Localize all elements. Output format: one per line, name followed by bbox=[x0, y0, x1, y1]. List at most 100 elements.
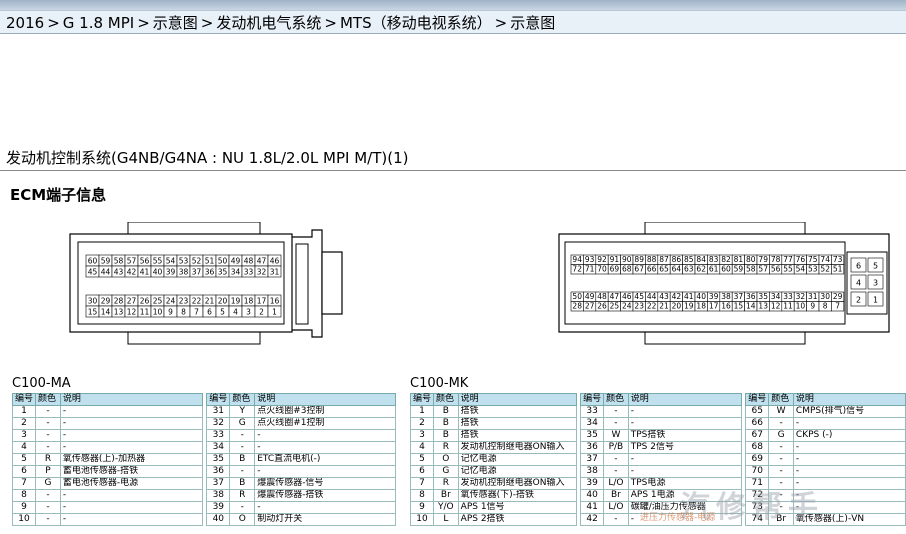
pin-number-cell: 33 bbox=[206, 429, 231, 442]
connector-pin-number: 5 bbox=[220, 308, 225, 317]
connector-pin-number: 52 bbox=[820, 265, 830, 274]
connector-pin-number: 52 bbox=[192, 257, 202, 266]
connector-side-pin-cell bbox=[850, 274, 867, 290]
wire-color-cell: - bbox=[768, 417, 794, 430]
connector-side-pin-cell bbox=[850, 257, 867, 273]
wire-color-cell: - bbox=[35, 513, 61, 526]
pin-number-cell: 10 bbox=[11, 513, 37, 526]
connector-pin-number: 58 bbox=[746, 265, 756, 274]
connector-pin-number: 24 bbox=[166, 297, 176, 306]
connector-pin-number: 18 bbox=[696, 302, 706, 311]
connector-pin-number: 2 bbox=[259, 308, 264, 317]
breadcrumb-link[interactable]: 2016 bbox=[6, 14, 45, 32]
connector-pin-number: 6 bbox=[207, 308, 212, 317]
connector-pin-number: 12 bbox=[127, 308, 137, 317]
connector-pin-number: 38 bbox=[179, 268, 189, 277]
pin-description-cell: - bbox=[59, 417, 203, 430]
connector-pin-number: 94 bbox=[572, 255, 582, 264]
pin-description-cell: APS 2搭铁 bbox=[457, 513, 577, 526]
connector-pin-number: 60 bbox=[88, 257, 98, 266]
breadcrumb: 2016>G 1.8 MPI>示意图>发动机电气系统>MTS（移动电视系统）>示… bbox=[0, 10, 906, 34]
connector-pin-number: 47 bbox=[257, 257, 267, 266]
connector-pin-number: 93 bbox=[585, 255, 595, 264]
breadcrumb-link[interactable]: 发动机电气系统 bbox=[216, 14, 322, 32]
pin-number-cell: 34 bbox=[206, 441, 231, 454]
connector-pin-number: 19 bbox=[684, 302, 694, 311]
connector-pin-number: 7 bbox=[835, 302, 840, 311]
wire-color-cell: G bbox=[433, 465, 459, 478]
wire-color-cell: - bbox=[603, 513, 629, 526]
wire-color-cell: - bbox=[768, 465, 794, 478]
connector-pin-number: 14 bbox=[101, 308, 111, 317]
pin-description-cell: - bbox=[792, 489, 906, 502]
pin-description-cell: 制动灯开关 bbox=[254, 513, 396, 526]
table-row: 3--33-- bbox=[11, 429, 396, 442]
connector-pin-number: 1 bbox=[272, 308, 277, 317]
connector-pin-number: 45 bbox=[88, 268, 98, 277]
connector-pin-number: 42 bbox=[127, 268, 137, 277]
wire-color-cell: W bbox=[768, 405, 794, 418]
wire-color-cell: R bbox=[35, 453, 61, 466]
table-row: 9--39-- bbox=[11, 501, 396, 514]
pin-number-cell: 40 bbox=[206, 513, 231, 526]
pin-number-cell: 38 bbox=[206, 489, 231, 502]
breadcrumb-link[interactable]: MTS（移动电视系统） bbox=[339, 14, 492, 32]
pin-number-cell: 2 bbox=[409, 417, 435, 430]
pin-number-cell: 65 bbox=[745, 405, 770, 418]
wire-color-cell: O bbox=[229, 513, 256, 526]
connector-pin-number: 61 bbox=[709, 265, 719, 274]
connector-pin-number: 69 bbox=[610, 265, 620, 274]
wire-color-cell: - bbox=[35, 405, 61, 418]
connector-pin-number: 30 bbox=[820, 292, 830, 301]
connector-pin-number: 68 bbox=[622, 265, 632, 274]
pin-number-cell: 41 bbox=[580, 501, 605, 514]
wire-color-cell: B bbox=[433, 417, 459, 430]
connector-side-pin-number: 1 bbox=[873, 296, 878, 305]
connector-pin-number: 55 bbox=[783, 265, 793, 274]
connector-pin-number: 23 bbox=[634, 302, 644, 311]
connector-pin-number: 27 bbox=[585, 302, 595, 311]
wire-color-cell: B bbox=[229, 477, 256, 490]
breadcrumb-link[interactable]: 示意图 bbox=[152, 14, 198, 32]
table-header-cell: 颜色 bbox=[768, 393, 794, 406]
connector-pin-cell bbox=[831, 264, 845, 275]
connector-pin-number: 22 bbox=[192, 297, 202, 306]
wire-color-cell: B bbox=[433, 429, 459, 442]
breadcrumb-link[interactable]: G 1.8 MPI bbox=[62, 14, 135, 32]
pin-number-cell: 40 bbox=[580, 489, 605, 502]
connector-pin-number: 55 bbox=[153, 257, 163, 266]
pin-number-cell: 33 bbox=[580, 405, 605, 418]
connector-pin-number: 4 bbox=[233, 308, 238, 317]
pin-number-cell: 34 bbox=[580, 417, 605, 430]
pin-number-cell: 3 bbox=[11, 429, 37, 442]
connector-pin-number: 16 bbox=[270, 297, 280, 306]
pin-number-cell: 6 bbox=[409, 465, 435, 478]
wire-color-cell: - bbox=[603, 405, 629, 418]
pin-number-cell: 5 bbox=[11, 453, 37, 466]
pin-number-cell: 7 bbox=[11, 477, 37, 490]
table-header-cell: 颜色 bbox=[229, 393, 256, 406]
connector-pin-number: 53 bbox=[179, 257, 189, 266]
pin-description-cell: - bbox=[792, 417, 906, 430]
wire-color-cell: - bbox=[35, 417, 61, 430]
table-header-cell: 颜色 bbox=[35, 393, 61, 406]
pin-description-cell: - bbox=[627, 405, 742, 418]
connector-pin-number: 24 bbox=[622, 302, 632, 311]
wire-color-cell: G bbox=[35, 477, 61, 490]
pin-number-cell: 42 bbox=[580, 513, 605, 526]
connector-pin-number: 34 bbox=[231, 268, 241, 277]
wire-color-cell: L bbox=[433, 513, 459, 526]
breadcrumb-link[interactable]: 示意图 bbox=[510, 14, 556, 32]
wire-color-cell: - bbox=[229, 465, 256, 478]
connector-pin-number: 49 bbox=[585, 292, 595, 301]
connector-pin-number: 21 bbox=[659, 302, 669, 311]
pin-description-cell: 搭铁 bbox=[457, 405, 577, 418]
pin-number-cell: 39 bbox=[580, 477, 605, 490]
pin-number-cell: 8 bbox=[11, 489, 37, 502]
table-header-cell: 颜色 bbox=[433, 393, 459, 406]
connector-pin-number: 40 bbox=[696, 292, 706, 301]
pin-number-cell: 66 bbox=[745, 417, 770, 430]
